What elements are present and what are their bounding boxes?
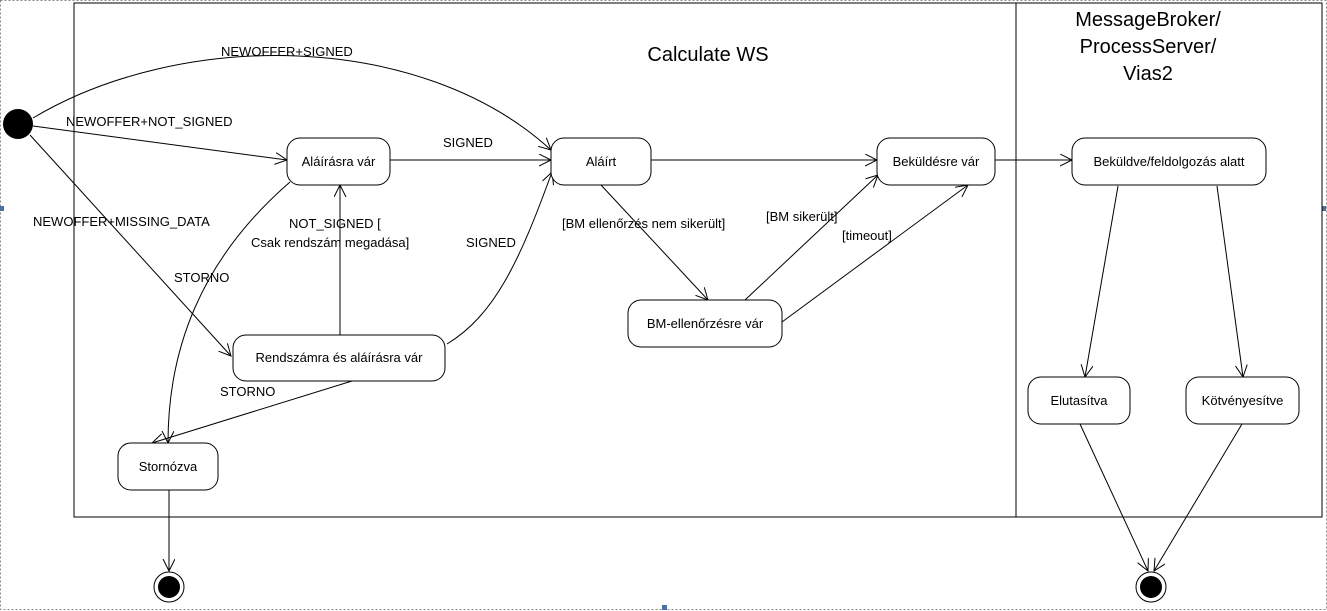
- final-state-right: [1135, 571, 1167, 603]
- state-bekuldve: Beküldve/feldolgozás alatt: [1071, 137, 1267, 186]
- svg-text:Elutasítva: Elutasítva: [1050, 393, 1108, 408]
- label-bm-success: [BM sikerült]: [766, 209, 838, 224]
- svg-text:Beküldésre vár: Beküldésre vár: [893, 154, 980, 169]
- handle-right: [1322, 206, 1326, 211]
- edge-newoffer-missing-data: [29, 134, 231, 356]
- state-bekuldesre-var: Beküldésre vár: [876, 137, 996, 186]
- state-alairt: Aláírt: [550, 137, 652, 186]
- edge-bm-fail: [600, 184, 708, 300]
- label-storno-lower: STORNO: [220, 384, 275, 399]
- edge-newoffer-signed: [32, 55, 551, 150]
- label-storno-upper: STORNO: [174, 270, 229, 285]
- label-newoffer-not-signed: NEWOFFER+NOT_SIGNED: [66, 114, 233, 129]
- label-not-signed-line-1: NOT_SIGNED [: [289, 216, 381, 231]
- calculate-ws-frame: [73, 2, 1323, 518]
- state-bm-ellenorzesre-var: BM-ellenőrzésre vár: [627, 299, 783, 348]
- state-kotvenyesitve: Kötvényesítve: [1185, 376, 1300, 425]
- state-rendszamra: Rendszámra és aláírásra vár: [232, 334, 446, 382]
- right-panel-title-line-2: ProcessServer/: [1080, 36, 1217, 58]
- handle-bottom: [662, 605, 667, 610]
- svg-text:Kötvényesítve: Kötvényesítve: [1202, 393, 1284, 408]
- edge-storno-upper: [168, 181, 291, 443]
- label-timeout: [timeout]: [842, 228, 892, 243]
- label-signed-top: SIGNED: [443, 135, 493, 150]
- svg-text:Stornózva: Stornózva: [139, 459, 198, 474]
- edge-storno-lower: [152, 380, 353, 443]
- calculate-ws-title: Calculate WS: [647, 44, 768, 66]
- label-signed-lower: SIGNED: [466, 235, 516, 250]
- label-not-signed-line-2: Csak rendszám megadása]: [251, 235, 409, 250]
- edge-to-elutasitva: [1085, 185, 1119, 377]
- label-newoffer-missing-data: NEWOFFER+MISSING_DATA: [33, 214, 210, 229]
- state-stornozva: Stornózva: [117, 442, 219, 491]
- edge-newoffer-not-signed: [32, 125, 287, 160]
- svg-text:Beküldve/feldolgozás alatt: Beküldve/feldolgozás alatt: [1093, 154, 1244, 169]
- right-panel-title-line-1: MessageBroker/: [1075, 9, 1221, 31]
- right-panel-title-line-3: Vias2: [1123, 63, 1173, 85]
- edge-to-kotvenyesitve: [1216, 185, 1243, 377]
- final-state-left: [153, 571, 185, 603]
- svg-text:Aláírt: Aláírt: [586, 154, 617, 169]
- state-elutasitva: Elutasítva: [1027, 376, 1131, 425]
- edge-bm-success: [744, 175, 878, 301]
- svg-text:Aláírásra vár: Aláírásra vár: [302, 154, 376, 169]
- handle-left: [0, 206, 4, 211]
- svg-text:BM-ellenőrzésre vár: BM-ellenőrzésre vár: [647, 316, 764, 331]
- svg-text:Rendszámra és aláírásra vár: Rendszámra és aláírásra vár: [256, 350, 424, 365]
- initial-state: [3, 109, 33, 139]
- edge-timeout: [781, 185, 968, 323]
- edge-kotvenyesitve-final: [1154, 423, 1243, 571]
- state-alairasra-var: Aláírásra vár: [286, 137, 391, 186]
- label-bm-fail: [BM ellenőrzés nem sikerült]: [562, 216, 725, 231]
- edge-elutasitva-final: [1079, 423, 1148, 571]
- edge-signed-lower: [446, 172, 552, 345]
- label-newoffer-signed: NEWOFFER+SIGNED: [221, 44, 353, 59]
